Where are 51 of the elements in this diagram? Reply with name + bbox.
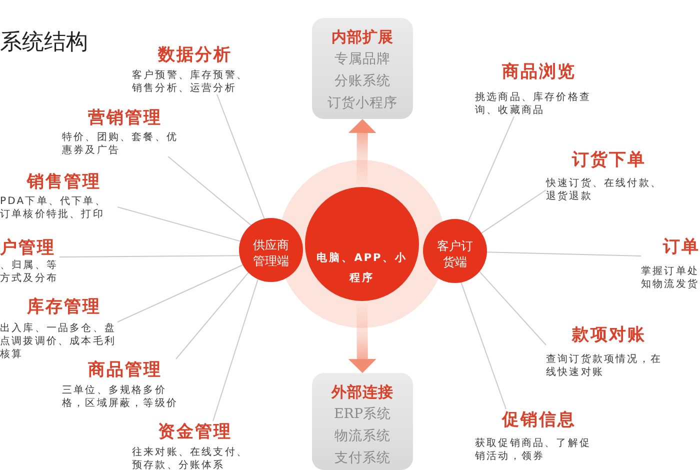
side-circle	[239, 218, 303, 282]
list-item: 订货小程序	[328, 94, 398, 113]
diagram-title: 系统结构	[0, 29, 88, 57]
hub-label: 电脑、APP、小程序	[316, 251, 408, 286]
feature-heading: 订单	[663, 236, 700, 258]
feature-heading: 营销管理	[88, 107, 162, 129]
leader-line	[117, 264, 244, 322]
feature-description: 快速订货、在线付款、退货退款	[546, 176, 663, 202]
leader-line	[479, 271, 546, 346]
leader-line	[176, 272, 249, 360]
leader-line	[486, 252, 642, 256]
info-box	[312, 18, 413, 119]
feature-heading: 订货下单	[572, 149, 646, 171]
list-item: 物流系统	[334, 427, 390, 446]
leader-line	[468, 116, 514, 222]
feature-description: 挑选商品、库存价格查询、收藏商品	[475, 90, 592, 116]
role-label: 客户订货端	[436, 238, 474, 270]
feature-heading: 户管理	[0, 237, 56, 259]
leader-line	[481, 190, 546, 234]
leader-line	[168, 156, 252, 226]
feature-description: 特价、团购、套餐、优惠券及广告	[62, 130, 179, 156]
leader-line	[460, 282, 506, 410]
list-item: 分账系统	[334, 72, 390, 91]
feature-description: 往来对账、在线支付、预存款、分账体系	[132, 446, 249, 470]
feature-description: 、归属、等方式及分布	[0, 258, 59, 284]
feature-heading: 销售管理	[27, 171, 101, 193]
feature-description: 查询订货款项情况，在线快速对账	[546, 352, 663, 378]
section-heading: 内部扩展	[332, 27, 394, 48]
feature-description: 出入库、一品多仓、盘点调拨调价、成本毛利核算	[0, 322, 117, 360]
leader-line	[59, 255, 240, 258]
leader-line	[117, 206, 241, 242]
feature-description: 获取促销商品、了解促销活动，领券	[475, 436, 592, 462]
feature-description: 客户预警、库存预警、销售分析、运营分析	[132, 68, 249, 94]
list-item: 支付系统	[334, 449, 390, 468]
list-item: ERP系统	[334, 405, 392, 424]
feature-heading: 资金管理	[158, 421, 232, 443]
feature-description: 掌握订单处知物流发货	[641, 264, 700, 290]
feature-heading: 商品浏览	[502, 61, 576, 83]
feature-description: PDA下单、代下单、订单核价特批、打印	[0, 194, 108, 220]
feature-heading: 商品管理	[88, 359, 162, 381]
feature-heading: 促销信息	[502, 409, 576, 431]
feature-description: 三单位、多规格多价格，区域屏蔽，等级价	[62, 384, 179, 410]
feature-heading: 数据分析	[158, 44, 232, 66]
leader-line	[212, 278, 258, 422]
info-box	[312, 373, 413, 470]
section-heading: 外部连接	[332, 382, 394, 403]
list-item: 专属品牌	[334, 50, 390, 69]
feature-heading: 款项对账	[572, 324, 646, 346]
leader-line	[216, 94, 265, 220]
role-label: 供应商管理端	[252, 236, 290, 268]
feature-heading: 库存管理	[27, 296, 101, 318]
